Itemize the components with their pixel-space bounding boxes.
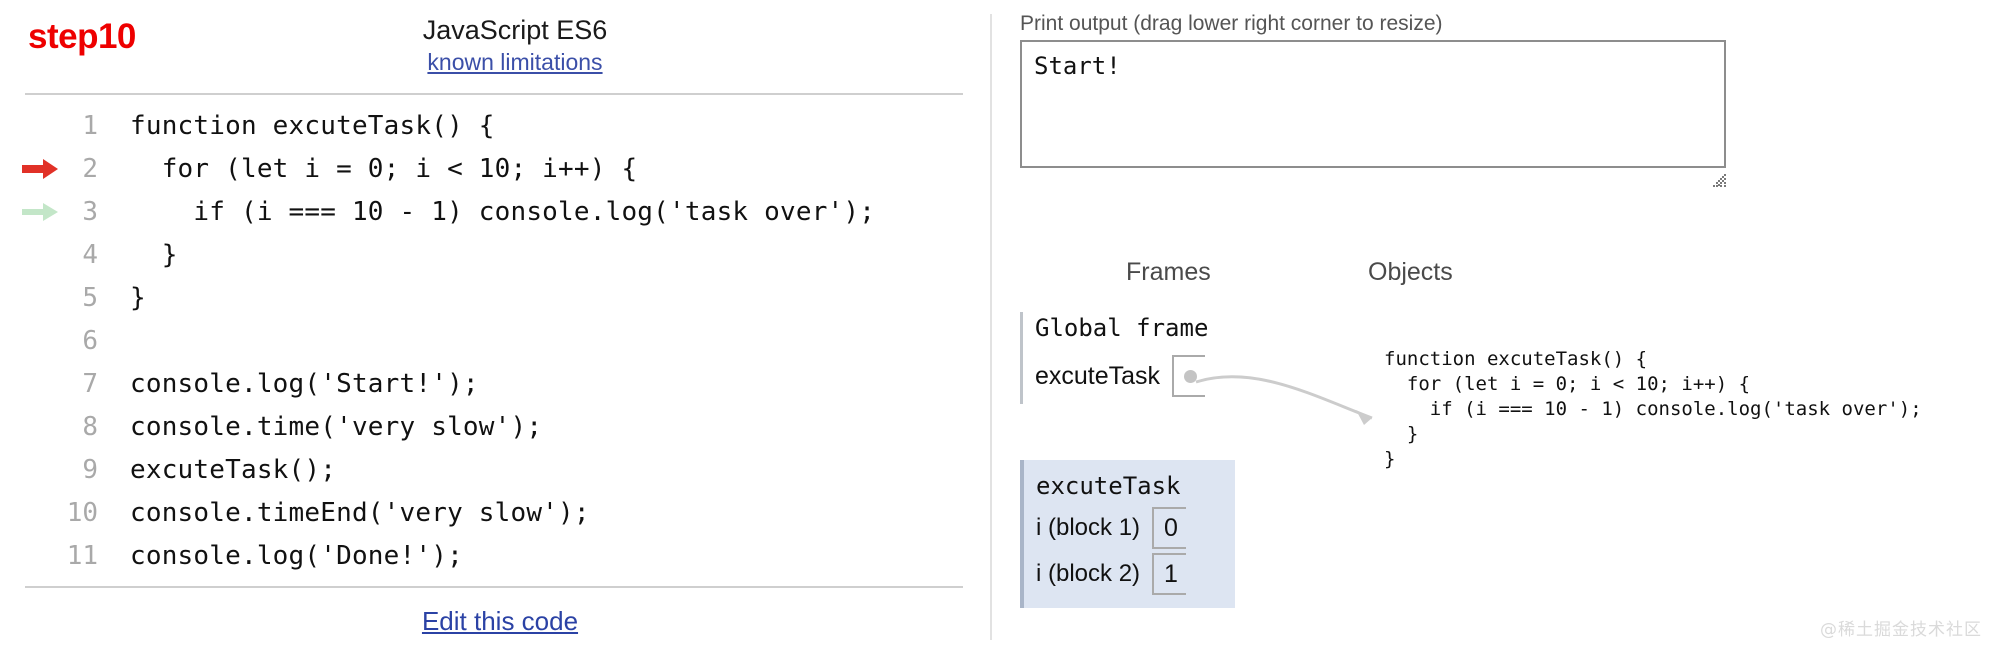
language-name: JavaScript ES6 (422, 15, 608, 45)
code-line[interactable]: 7 console.log('Start!'); (0, 362, 990, 405)
line-number: 2 (82, 153, 98, 184)
line-number: 7 (82, 368, 98, 399)
line-code: console.log('Start!'); (130, 368, 479, 399)
code-line[interactable]: 1 function excuteTask() { (0, 104, 990, 147)
line-number: 5 (82, 282, 98, 313)
variable-value-box (1172, 355, 1206, 398)
line-code: console.time('very slow'); (130, 411, 543, 442)
code-line[interactable]: 11 console.log('Done!'); (0, 534, 990, 577)
line-code: } (130, 282, 146, 313)
line-number: 3 (82, 196, 98, 227)
print-output-textarea[interactable]: Start! (1020, 40, 1726, 168)
code-line-executed[interactable]: 3 if (i === 10 - 1) console.log('task ov… (0, 190, 990, 233)
next-line-arrow-icon (22, 158, 58, 179)
variable-value-box: 0 (1152, 507, 1187, 549)
pointer-dot-icon (1184, 369, 1198, 383)
known-limitations-link[interactable]: known limitations (427, 48, 603, 75)
watermark: @稀土掘金技术社区 (1820, 620, 1982, 640)
code-listing: 1 function excuteTask() { 2 for (let i =… (0, 104, 990, 577)
code-bottom-divider (25, 586, 963, 588)
line-number: 6 (82, 325, 98, 356)
call-frame-excutetask: excuteTask i (block 1) 0 i (block 2) 1 (1020, 460, 1235, 608)
code-line[interactable]: 9 excuteTask(); (0, 448, 990, 491)
line-code: function excuteTask() { (130, 110, 495, 141)
global-frame: Global frame excuteTask (1020, 312, 1240, 405)
print-output-label: Print output (drag lower right corner to… (1020, 12, 1443, 35)
line-code: for (let i = 0; i < 10; i++) { (130, 153, 638, 184)
resize-grip-icon[interactable] (1712, 172, 1728, 188)
frame-variable-row: excuteTask (1035, 355, 1240, 398)
code-line[interactable]: 4 } (0, 233, 990, 276)
code-top-divider (25, 93, 963, 95)
variable-value-box: 1 (1152, 553, 1187, 595)
code-line[interactable]: 5 } (0, 276, 990, 319)
line-number: 9 (82, 454, 98, 485)
frames-heading: Frames (1126, 258, 1211, 286)
frame-variable-row: i (block 2) 1 (1036, 553, 1225, 595)
just-executed-arrow-icon (22, 202, 58, 221)
variable-name: excuteTask (1035, 361, 1161, 390)
line-code: console.log('Done!'); (130, 540, 463, 571)
line-number: 8 (82, 411, 98, 442)
frame-variable-row: i (block 1) 0 (1036, 507, 1225, 549)
line-code: console.timeEnd('very slow'); (130, 497, 590, 528)
line-number: 11 (66, 540, 98, 571)
line-number: 10 (66, 497, 98, 528)
edit-code-wrap: Edit this code (0, 606, 990, 637)
step-label: step10 (28, 17, 136, 56)
function-object-code: function excuteTask() { for (let i = 0; … (1384, 348, 1922, 471)
code-pane-header: step10 JavaScript ES6 known limitations (0, 0, 990, 84)
code-line[interactable]: 10 console.timeEnd('very slow'); (0, 491, 990, 534)
visualization-pane: Print output (drag lower right corner to… (1012, 0, 2000, 654)
objects-heading: Objects (1368, 258, 1453, 286)
global-frame-title: Global frame (1035, 314, 1209, 342)
line-code: } (130, 239, 178, 270)
line-number: 4 (82, 239, 98, 270)
call-frame-title: excuteTask (1036, 472, 1181, 500)
line-number: 1 (82, 110, 98, 141)
code-pane: step10 JavaScript ES6 known limitations … (0, 0, 990, 654)
variable-name: i (block 1) (1036, 514, 1141, 541)
code-line[interactable]: 6 (0, 319, 990, 362)
pane-divider (990, 14, 992, 640)
code-line-current[interactable]: 2 for (let i = 0; i < 10; i++) { (0, 147, 990, 190)
variable-name: i (block 2) (1036, 560, 1141, 587)
line-code: excuteTask(); (130, 454, 337, 485)
arrow-cell (0, 158, 62, 180)
line-code: if (i === 10 - 1) console.log('task over… (130, 196, 876, 227)
arrow-cell (0, 201, 62, 223)
edit-this-code-link[interactable]: Edit this code (421, 606, 579, 636)
language-block: JavaScript ES6 known limitations (0, 15, 990, 77)
code-line[interactable]: 8 console.time('very slow'); (0, 405, 990, 448)
